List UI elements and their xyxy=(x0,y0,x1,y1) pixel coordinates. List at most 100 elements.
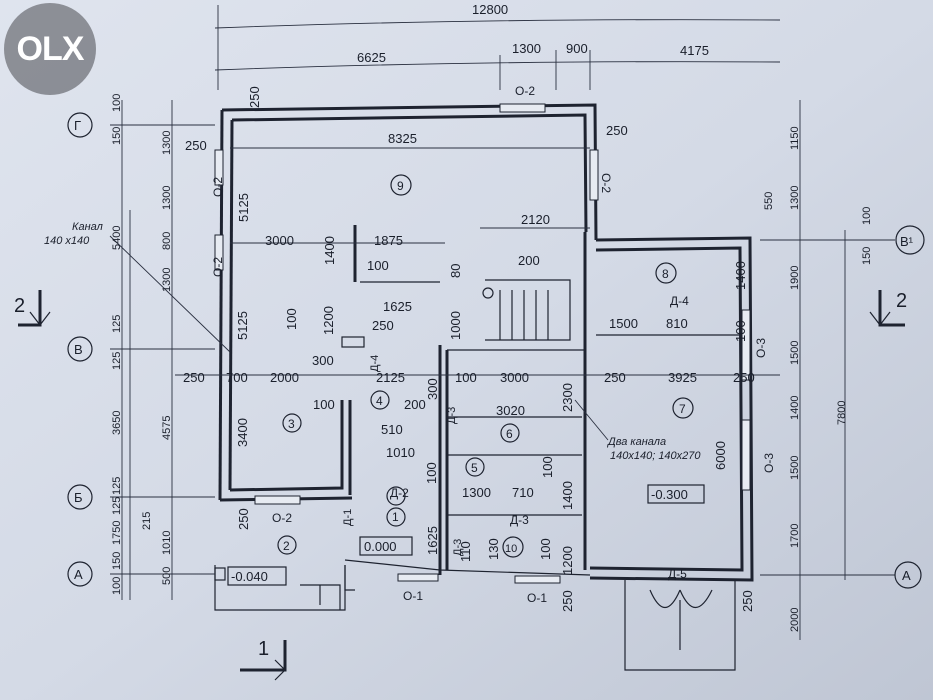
room-3: 3 xyxy=(288,417,295,431)
inner-dimensions-vertical: 250 5125 5125 1400 80 1000 1200 100 300 … xyxy=(235,86,755,612)
window-top xyxy=(499,103,546,113)
ldim-5400: 5400 xyxy=(111,226,123,250)
window-label-left-2: О-2 xyxy=(211,257,225,277)
dim-130: 130 xyxy=(486,538,501,560)
notes: Канал 140 x140 Два канала 140x140; 140x2… xyxy=(44,221,701,462)
dim-2125: 2125 xyxy=(376,370,405,385)
dim-100-e: 100 xyxy=(540,456,555,478)
dim-3400: 3400 xyxy=(235,418,250,447)
window-label-top: О-2 xyxy=(515,84,535,98)
door-label-d4-right: Д-4 xyxy=(670,294,689,308)
window-left-2 xyxy=(214,234,224,271)
side-dimension-lines xyxy=(110,100,895,640)
left-dimension-texts: 150 100 1300 1300 800 1300 5400 125 125 … xyxy=(111,94,173,595)
door-label-d1: Д-1 xyxy=(342,509,354,526)
note-dva-kanala-size: 140x140; 140x270 xyxy=(610,450,701,462)
dim-2120: 2120 xyxy=(521,212,550,227)
dim-1010: 1010 xyxy=(386,445,415,460)
door-label-d5: Д-5 xyxy=(668,567,687,581)
window-label-right-2: О-3 xyxy=(762,453,776,473)
inner-dimensions: 8325 250 250 3000 1875 100 2120 200 1625… xyxy=(183,123,755,500)
note-kanal-size: 140 x140 xyxy=(44,235,90,247)
rdim-1700: 1700 xyxy=(789,524,801,548)
dim-250-f: 250 xyxy=(236,508,251,530)
ldim-215: 215 xyxy=(141,512,153,530)
dim-250-v1: 250 xyxy=(247,86,262,108)
section-label-bottom: 1 xyxy=(258,638,269,660)
rdim-1900: 1900 xyxy=(789,266,801,290)
window-right-2 xyxy=(741,419,751,491)
window-label-bottom-left: О-2 xyxy=(272,511,292,525)
dim-100-b: 100 xyxy=(455,370,477,385)
ldim-1010: 1010 xyxy=(161,531,173,555)
dim-3925: 3925 xyxy=(668,370,697,385)
right-dimension-texts: 1150 550 1300 150 100 1900 1500 1400 780… xyxy=(763,126,873,632)
ldim-1300-a: 1300 xyxy=(161,131,173,155)
door-label-d2: Д-2 xyxy=(390,486,409,500)
ldim-125-a: 125 xyxy=(111,352,123,370)
windows xyxy=(214,103,751,584)
dim-2000: 2000 xyxy=(270,370,299,385)
dim-80: 80 xyxy=(448,264,463,278)
elevation-marks: 0.000 -0.040 -0.300 xyxy=(227,484,705,586)
rdim-7800: 7800 xyxy=(836,401,848,425)
dim-1875: 1875 xyxy=(374,233,403,248)
rdim-1500-a: 1500 xyxy=(789,341,801,365)
dim-3020: 3020 xyxy=(496,403,525,418)
room-4: 4 xyxy=(376,394,383,408)
dim-250-d: 250 xyxy=(604,370,626,385)
dim-4175: 4175 xyxy=(680,43,709,58)
window-labels: О-2 О-2 О-2 О-2 О-2 О-3 О-3 О-1 О-1 xyxy=(211,84,776,605)
dim-2300: 2300 xyxy=(560,383,575,412)
room-1: 1 xyxy=(392,510,399,524)
axis-label-a: А xyxy=(74,567,83,582)
dim-700: 700 xyxy=(226,370,248,385)
dim-100-a: 100 xyxy=(367,258,389,273)
dim-250-v2: 5125 xyxy=(235,311,250,340)
window-right-upper xyxy=(589,149,599,201)
dim-1080: 300 xyxy=(425,378,440,400)
dim-1400-a: 1400 xyxy=(322,236,337,265)
rdim-1500-b: 1500 xyxy=(789,456,801,480)
room-6: 6 xyxy=(506,427,513,441)
window-label-bottom-1: О-1 xyxy=(403,589,423,603)
door-label-d3-left: Д-3 xyxy=(446,407,458,424)
dim-1200-b: 1200 xyxy=(560,546,575,575)
dim-510: 510 xyxy=(381,422,403,437)
dim-100-v: 100 xyxy=(284,308,299,330)
dim-1500: 1500 xyxy=(609,316,638,331)
room-8: 8 xyxy=(662,267,669,281)
dim-1000: 1000 xyxy=(448,311,463,340)
rdim-550: 550 xyxy=(763,192,775,210)
dim-12800: 12800 xyxy=(472,2,508,17)
ldim-100: 100 xyxy=(111,94,123,112)
axis-label-v: В xyxy=(74,342,83,357)
elevation-minus-0300: -0.300 xyxy=(651,487,688,502)
dim-1400-b: 1400 xyxy=(560,481,575,510)
axis-label-a-right: А xyxy=(902,568,911,583)
axis-markers: Г В Б А В¹ А xyxy=(67,112,925,589)
ldim-150-b: 150 xyxy=(111,552,123,570)
dim-250-b: 250 xyxy=(372,318,394,333)
rdim-1300: 1300 xyxy=(789,186,801,210)
dim-6625: 6625 xyxy=(357,50,386,65)
room-9: 9 xyxy=(397,179,404,193)
room-numbers: 1 2 3 4 5 6 7 8 9 10 xyxy=(277,174,694,558)
door-label-d4: Д-4 xyxy=(369,355,381,372)
dim-810: 810 xyxy=(666,316,688,331)
dim-1300-b: 1300 xyxy=(462,485,491,500)
window-label-right-1: О-3 xyxy=(754,338,768,358)
door-label-d3-vert: Д-3 xyxy=(452,539,464,556)
dim-5125: 5125 xyxy=(236,193,251,222)
window-left-1 xyxy=(214,149,224,186)
rdim-1400: 1400 xyxy=(789,396,801,420)
room-5: 5 xyxy=(471,461,478,475)
ldim-800: 800 xyxy=(161,232,173,250)
dim-100-c: 100 xyxy=(313,397,335,412)
dim-100-f: 100 xyxy=(538,538,553,560)
dim-100-g: 100 xyxy=(733,320,748,342)
window-label-bottom-2: О-1 xyxy=(527,591,547,605)
section-label-left: 2 xyxy=(14,295,25,317)
top-dimensions: 12800 6625 1300 900 4175 xyxy=(214,2,781,90)
ldim-100-b: 100 xyxy=(111,577,123,595)
